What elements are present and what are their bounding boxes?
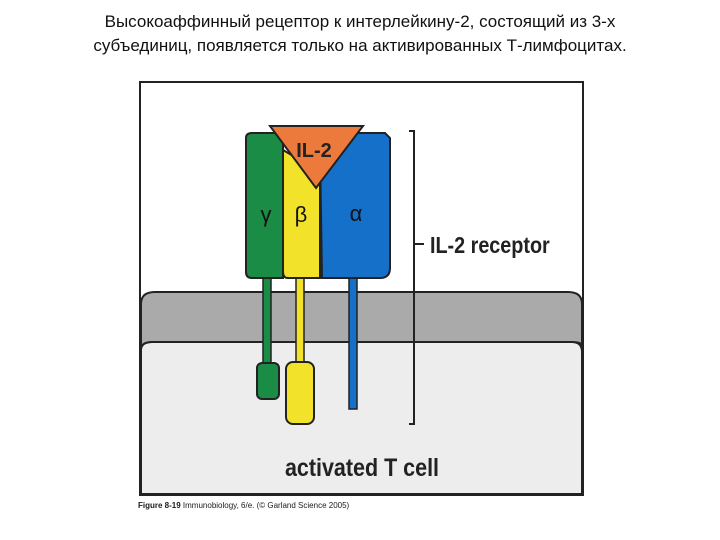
alpha-symbol: α (350, 201, 363, 226)
beta-chain-cytoplasmic-domain (285, 361, 315, 425)
beta-chain-stalk (295, 275, 305, 369)
figure-reference: Figure 8-19 (138, 501, 181, 510)
gamma-symbol: γ (261, 202, 272, 227)
cell-membrane (140, 291, 583, 351)
gamma-chain-cytoplasmic-domain (256, 362, 280, 400)
slide-title-line-2: субъединиц, появляется только на активир… (93, 36, 627, 55)
beta-symbol: β (295, 202, 308, 227)
cell-label: activated T cell (285, 453, 439, 481)
receptor-label: IL-2 receptor (430, 233, 550, 259)
figure-source: Immunobiology, 6/e. (© Garland Science 2… (182, 501, 350, 510)
gamma-chain-stalk (262, 275, 272, 369)
il2-ligand (268, 125, 366, 190)
slide-title-line-1: Высокоаффинный рецептор к интерлейкину-2… (104, 12, 616, 31)
alpha-chain-stalk (348, 275, 358, 410)
il2-ligand-label: IL-2 (296, 140, 332, 162)
figure-caption: Figure 8-19 Immunobiology, 6/e. (© Garla… (138, 501, 349, 510)
receptor-bracket (409, 130, 415, 425)
slide-title: Высокоаффинный рецептор к интерлейкину-2… (40, 10, 680, 58)
gamma-chain-extracellular-domain (245, 132, 284, 279)
